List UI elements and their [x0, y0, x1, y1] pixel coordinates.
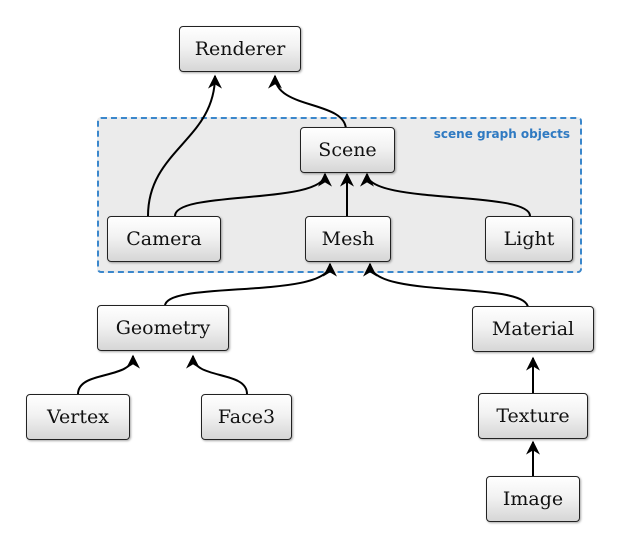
group-label: scene graph objects: [433, 127, 570, 141]
edge-material-mesh: [363, 262, 529, 309]
edge-camera-scene: [174, 172, 332, 217]
node-texture[interactable]: Texture: [478, 393, 588, 439]
node-vertex[interactable]: Vertex: [26, 394, 130, 440]
edge-vertex-geometry: [77, 354, 140, 395]
edge-scene-renderer: [268, 74, 347, 131]
node-geometry[interactable]: Geometry: [97, 305, 229, 351]
node-camera[interactable]: Camera: [107, 216, 221, 262]
edge-geometry-mesh: [164, 262, 337, 307]
edge-face3-geometry: [186, 354, 248, 395]
node-image[interactable]: Image: [486, 476, 580, 522]
node-mesh[interactable]: Mesh: [305, 216, 391, 262]
node-material[interactable]: Material: [472, 306, 594, 352]
node-scene[interactable]: Scene: [300, 127, 395, 173]
edge-light-scene: [360, 172, 531, 217]
node-light[interactable]: Light: [485, 216, 573, 262]
edge-camera-renderer: [147, 74, 222, 217]
node-renderer[interactable]: Renderer: [179, 26, 301, 72]
node-face3[interactable]: Face3: [201, 394, 292, 440]
